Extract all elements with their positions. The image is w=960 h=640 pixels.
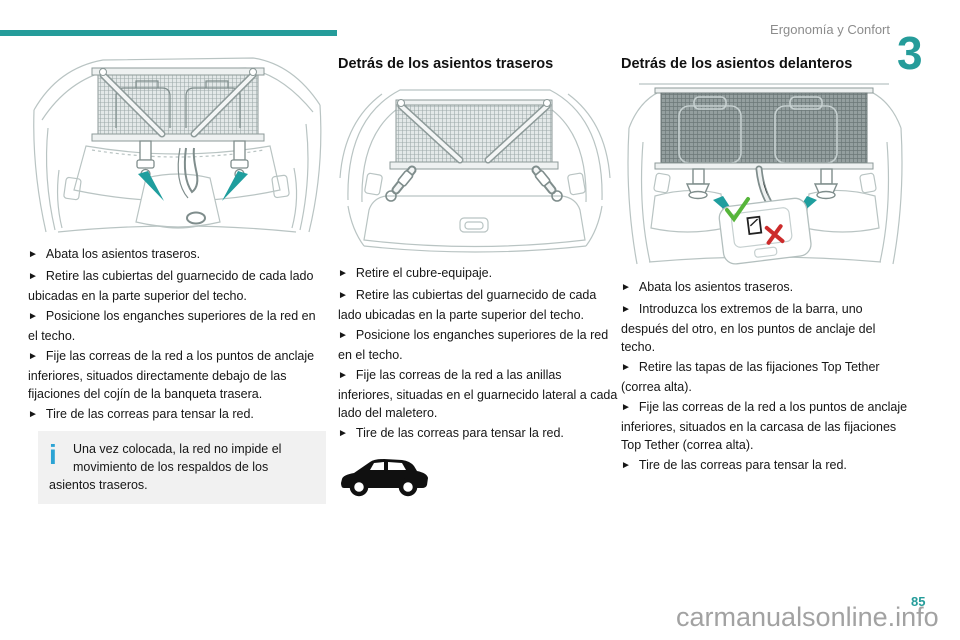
step-item: ►Fije las correas de la red a los puntos… <box>621 398 912 454</box>
column-left: ►Abata los asientos traseros. ►Retire la… <box>28 50 326 504</box>
note-text: Una vez colocada, la red no impide el mo… <box>49 442 282 492</box>
step-bullet: ► <box>621 304 631 315</box>
teal-arrow-left <box>138 171 164 201</box>
step-list-3: ►Abata los asientos traseros. ►Introduzc… <box>621 278 912 476</box>
step-item: ► Retire el cubre-equipaje. <box>338 264 618 284</box>
step-list-1: ►Abata los asientos traseros. ►Retire la… <box>28 245 326 425</box>
section-heading-behind-front-seats: Detrás de los asientos delanteros <box>621 56 853 72</box>
step-text: Fije las correas de la red a las anillas… <box>338 368 618 420</box>
trunk-net-illustration-3 <box>627 83 903 265</box>
column-middle: Detrás de los asientos traseros <box>338 56 618 503</box>
trunk-net-illustration-1 <box>33 57 322 233</box>
teal-arrow-right <box>222 171 248 201</box>
step-bullet: ► <box>621 402 631 413</box>
step-text: Abata los asientos traseros. <box>638 280 794 294</box>
step-bullet: ► <box>28 249 38 260</box>
step-bullet: ► <box>621 282 631 293</box>
step-item: ►Fije las correas de la red a los puntos… <box>28 347 326 403</box>
step-bullet: ► <box>28 409 38 420</box>
page-number: 85 <box>911 594 926 609</box>
illustration-net-behind-rear-seats <box>338 78 618 259</box>
step-text: Tire de las correas para tensar la red. <box>45 407 254 421</box>
watermark: carmanualsonline.info <box>676 602 939 632</box>
step-text: Tire de las correas para tensar la red. <box>355 426 564 440</box>
illustration-net-behind-front-seats <box>621 78 912 273</box>
step-item: ►Retire las cubiertas del guarnecido de … <box>28 267 326 305</box>
step-bullet: ► <box>28 271 38 282</box>
running-header: Ergonomía y Confort <box>770 22 890 37</box>
trunk-net-illustration-2 <box>339 89 611 253</box>
step-item: ►Introduzca los extremos de la barra, un… <box>621 300 912 356</box>
step-bullet: ► <box>28 311 38 322</box>
step-bullet: ► <box>338 268 348 279</box>
step-item: ► Tire de las correas para tensar la red. <box>28 405 326 425</box>
step-text: Posicione los enganches superiores de la… <box>28 309 316 343</box>
step-text: Abata los asientos traseros. <box>45 247 201 261</box>
step-list-2: ►Retire el cubre-equipaje. ►Retire las c… <box>338 264 618 444</box>
step-bullet: ► <box>338 330 348 341</box>
step-text: Fije las correas de la red a los puntos … <box>28 349 315 401</box>
step-item: ► Tire de las correas para tensar la red. <box>338 424 618 444</box>
step-text: Retire el cubre-equipaje. <box>355 266 493 280</box>
step-item: ► Tire de las correas para tensar la red. <box>621 456 912 476</box>
step-bullet: ► <box>28 351 38 362</box>
step-item: ►Retire las cubiertas del guarnecido de … <box>338 286 618 324</box>
step-text: Retire las cubiertas del guarnecido de c… <box>28 269 314 303</box>
illustration-net-behind-rear-seats-anchors <box>28 50 326 240</box>
red-cross-mark <box>764 224 785 245</box>
step-bullet: ► <box>621 460 631 471</box>
step-item: ►Posicione los enganches superiores de l… <box>338 326 618 364</box>
green-check-mark <box>725 197 750 223</box>
step-bullet: ► <box>338 370 348 381</box>
step-text: Introduzca los extremos de la barra, uno… <box>621 302 876 354</box>
column-right: Detrás de los asientos delanteros <box>621 56 912 478</box>
chapter-accent-bar <box>0 30 337 36</box>
step-text: Retire las tapas de las fijaciones Top T… <box>621 360 880 394</box>
step-bullet: ► <box>621 362 631 373</box>
step-item: ►Retire las tapas de las fijaciones Top … <box>621 358 912 396</box>
step-bullet: ► <box>338 428 348 439</box>
chapter-number: 3 <box>897 27 923 79</box>
step-text: Retire las cubiertas del guarnecido de c… <box>338 288 597 322</box>
step-text: Tire de las correas para tensar la red. <box>638 458 847 472</box>
step-item: ►Posicione los enganches superiores de l… <box>28 307 326 345</box>
step-item: ►Fije las correas de la red a las anilla… <box>338 366 618 422</box>
info-icon: i <box>49 439 57 470</box>
section-heading-behind-rear-seats: Detrás de los asientos traseros <box>338 56 554 72</box>
suv-side-icon <box>340 454 618 503</box>
step-text: Posicione los enganches superiores de la… <box>338 328 609 362</box>
step-bullet: ► <box>338 290 348 301</box>
step-item: ► Abata los asientos traseros. <box>621 278 912 298</box>
step-text: Fije las correas de la red a los puntos … <box>621 400 908 452</box>
step-item: ► Abata los asientos traseros. <box>28 245 326 265</box>
info-note: i Una vez colocada, la red no impide el … <box>38 431 326 504</box>
